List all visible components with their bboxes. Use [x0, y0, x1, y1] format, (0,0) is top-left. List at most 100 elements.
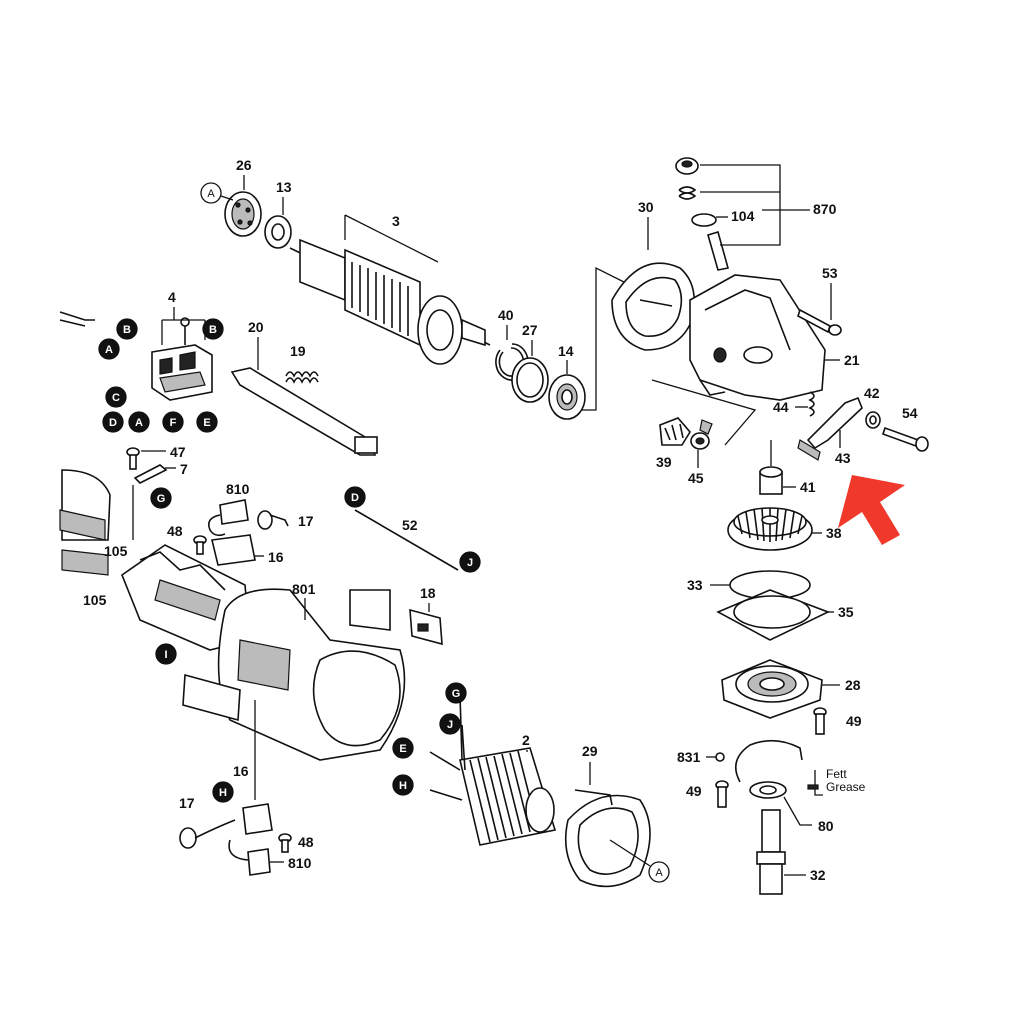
svg-text:J: J	[467, 557, 473, 569]
brush-spring-17	[257, 510, 289, 530]
nut-42	[865, 411, 881, 429]
part-number-16: 16	[268, 549, 284, 565]
washer-80	[749, 781, 787, 799]
bubble-d	[344, 486, 366, 508]
svg-text:D: D	[351, 492, 359, 504]
svg-text:C: C	[112, 392, 120, 404]
name-plate	[182, 673, 241, 722]
part-number-43: 43	[835, 450, 851, 466]
switch-4	[151, 317, 213, 401]
spindle-32	[756, 809, 786, 895]
part-number-80: 80	[818, 818, 834, 834]
part-number-104: 104	[731, 208, 755, 224]
part-number-42: 42	[864, 385, 880, 401]
bubble-g	[445, 682, 467, 704]
part-number-35: 35	[838, 604, 854, 620]
part-number-32: 32	[810, 867, 826, 883]
pinion-39	[659, 417, 691, 446]
part-number-39: 39	[656, 454, 672, 470]
handle-housing	[121, 544, 251, 651]
part-number-26: 26	[236, 157, 252, 173]
bubble-d	[102, 411, 124, 433]
grease-note-label-en: Grease	[826, 780, 866, 794]
bearing-26	[224, 191, 262, 237]
part-number-33: 33	[687, 577, 703, 593]
part-number-7: 7	[180, 461, 188, 477]
part-number-29: 29	[582, 743, 598, 759]
part-number-810: 810	[288, 855, 312, 871]
spring-44	[808, 391, 815, 417]
svg-text:B: B	[123, 324, 131, 336]
part-number-54: 54	[902, 405, 918, 421]
svg-text:E: E	[203, 417, 210, 429]
bubble-a	[200, 182, 222, 204]
bevel-gear-38	[727, 507, 813, 551]
shield-29	[564, 789, 651, 888]
bubble-b	[116, 318, 138, 340]
part-number-870: 870	[813, 201, 837, 217]
part-number-52: 52	[402, 517, 418, 533]
bubble-g	[150, 487, 172, 509]
group-bracket	[582, 266, 641, 411]
screw-54	[881, 426, 929, 452]
svg-text:F: F	[170, 417, 177, 429]
part-number-831: 831	[677, 749, 701, 765]
screw-48	[193, 535, 207, 555]
brush-holder-16b	[242, 803, 273, 835]
bubble-h	[212, 781, 234, 803]
part-number-45: 45	[688, 470, 704, 486]
baffle-30	[611, 262, 696, 351]
bubble-a	[648, 861, 670, 883]
part-number-49: 49	[686, 783, 702, 799]
bubble-i	[155, 643, 177, 665]
screw-47	[126, 447, 140, 470]
part-number-14: 14	[558, 343, 574, 359]
spring-19	[285, 371, 319, 384]
lock-lever-43	[797, 396, 863, 461]
part-number-2: 2	[522, 732, 530, 748]
svg-text:B: B	[209, 324, 217, 336]
brush-810b	[228, 839, 271, 876]
part-number-44: 44	[773, 399, 789, 415]
part-number-41: 41	[800, 479, 816, 495]
brush-holder-16	[211, 534, 256, 566]
highlight-arrow	[838, 475, 905, 545]
part-number-49: 49	[846, 713, 862, 729]
part-number-3: 3	[392, 213, 400, 229]
part-number-48: 48	[167, 523, 183, 539]
part-number-38: 38	[826, 525, 842, 541]
part-number-47: 47	[170, 444, 186, 460]
part-number-105: 105	[104, 543, 128, 559]
wire-lead	[59, 311, 95, 327]
cover-18	[409, 608, 443, 646]
part-number-27: 27	[522, 322, 538, 338]
grease-note: Fett Grease	[807, 767, 866, 796]
svg-text:A: A	[105, 344, 113, 356]
part-number-17: 17	[179, 795, 195, 811]
group-bracket-870	[700, 164, 810, 246]
motor-housing-801	[217, 588, 406, 761]
svg-text:A: A	[655, 867, 663, 879]
svg-text:H: H	[219, 787, 227, 799]
field-2	[459, 747, 557, 846]
bubble-e	[392, 737, 414, 759]
svg-text:J: J	[447, 719, 453, 731]
part-number-18: 18	[420, 585, 436, 601]
part-number-4: 4	[168, 289, 176, 305]
bubble-a	[128, 411, 150, 433]
part-number-20: 20	[248, 319, 264, 335]
label-stack-105	[59, 469, 111, 576]
part-number-16: 16	[233, 763, 249, 779]
part-number-19: 19	[290, 343, 306, 359]
part-number-30: 30	[638, 199, 654, 215]
part-number-53: 53	[822, 265, 838, 281]
svg-text:G: G	[157, 493, 166, 505]
bearing-13	[264, 215, 292, 249]
cap-870	[675, 157, 730, 271]
screw-49	[813, 707, 827, 735]
part-number-21: 21	[844, 352, 860, 368]
svg-text:H: H	[399, 780, 407, 792]
screw-53	[797, 308, 842, 336]
bubble-j	[439, 713, 461, 735]
